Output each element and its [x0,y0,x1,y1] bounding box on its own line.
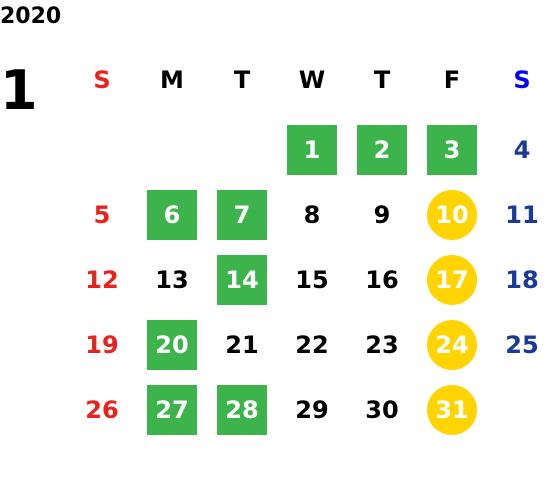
year-label: 2020 [0,4,62,29]
calendar-day: 21 [225,331,259,359]
calendar-day: 6 [147,190,197,240]
calendar-day: 28 [217,385,267,435]
calendar-day: 10 [427,190,477,240]
calendar-day: 17 [427,255,477,305]
calendar-day: 30 [365,396,399,424]
calendar-day: 18 [505,266,539,294]
calendar-day: 19 [85,331,119,359]
calendar-day: 29 [295,396,329,424]
calendar-day: 1 [287,125,337,175]
calendar-day: 3 [427,125,477,175]
calendar-day: 12 [85,266,119,294]
calendar-day: 24 [427,320,477,370]
calendar-day: 23 [365,331,399,359]
calendar-day: 9 [373,201,391,229]
calendar-day: 2 [357,125,407,175]
calendar-day: 7 [217,190,267,240]
calendar-day: 31 [427,385,477,435]
weekday-header: M [160,66,184,94]
calendar-day: 5 [93,201,111,229]
weekday-header: S [513,66,531,94]
calendar-day: 15 [295,266,329,294]
calendar-day: 20 [147,320,197,370]
calendar-day: 25 [505,331,539,359]
calendar-day: 13 [155,266,189,294]
calendar-day: 14 [217,255,267,305]
weekday-header: T [233,66,251,94]
calendar-day: 27 [147,385,197,435]
calendar-day: 26 [85,396,119,424]
calendar-day: 11 [505,201,539,229]
weekday-header: F [443,66,461,94]
weekday-header: S [93,66,111,94]
calendar-day: 16 [365,266,399,294]
weekday-header: W [298,66,326,94]
month-number: 1 [0,59,38,122]
calendar-day: 8 [303,201,321,229]
calendar-day: 22 [295,331,329,359]
calendar-day: 4 [513,136,531,164]
weekday-header: T [373,66,391,94]
